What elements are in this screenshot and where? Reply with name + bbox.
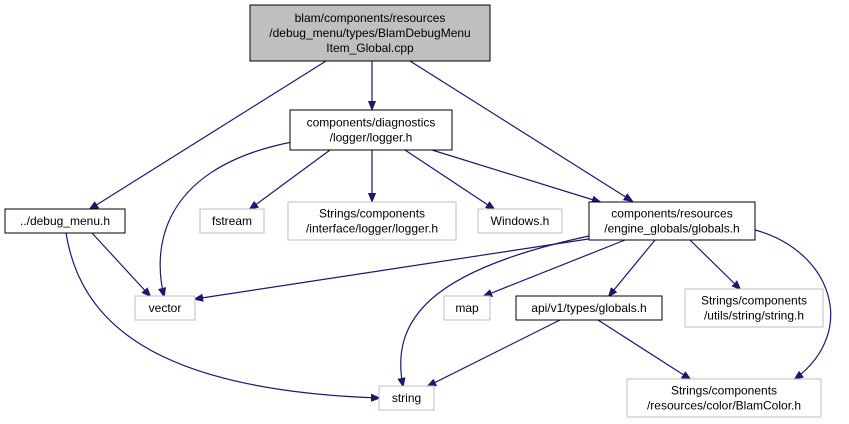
node-box-windows bbox=[477, 208, 563, 234]
node-strings_string: Strings/components/utils/string/string.h bbox=[684, 288, 824, 328]
node-logger[interactable]: components/diagnostics/logger/logger.h bbox=[289, 109, 453, 151]
node-box-strings_string bbox=[684, 288, 824, 328]
edge-logger-to-windows bbox=[404, 149, 494, 209]
edge-logger-to-globals bbox=[431, 149, 600, 202]
node-box-vector bbox=[134, 295, 196, 321]
node-label-logger-line-1: /logger/logger.h bbox=[330, 131, 413, 145]
node-label-strings_logger-line-1: /interface/logger/logger.h bbox=[306, 222, 438, 236]
node-box-fstream bbox=[199, 208, 265, 234]
node-blamcolor: Strings/components/resources/color/BlamC… bbox=[626, 378, 822, 418]
node-label-globals-line-0: components/resources bbox=[611, 207, 732, 221]
node-box-root bbox=[249, 4, 491, 62]
node-box-map bbox=[443, 295, 491, 321]
edge-globals-to-map bbox=[484, 239, 626, 296]
node-label-api_globals-line-0: api/v1/types/globals.h bbox=[531, 301, 646, 315]
node-label-logger-line-0: components/diagnostics bbox=[307, 116, 436, 130]
node-label-strings_string-line-1: /utils/string/string.h bbox=[704, 309, 804, 323]
node-globals[interactable]: components/resources/engine_globals/glob… bbox=[588, 201, 756, 241]
node-label-fstream-line-0: fstream bbox=[212, 214, 252, 228]
node-box-logger bbox=[289, 109, 453, 151]
edge-debug_menu-to-string bbox=[65, 232, 379, 398]
node-api_globals[interactable]: api/v1/types/globals.h bbox=[515, 295, 663, 321]
node-box-api_globals bbox=[515, 295, 663, 321]
edge-globals-to-blamcolor bbox=[754, 229, 832, 379]
node-fstream: fstream bbox=[199, 208, 265, 234]
node-vector: vector bbox=[134, 295, 196, 321]
edge-api_globals-to-string bbox=[428, 319, 561, 386]
node-label-strings_logger-line-0: Strings/components bbox=[319, 207, 425, 221]
node-label-windows-line-0: Windows.h bbox=[491, 214, 550, 228]
node-label-blamcolor-line-0: Strings/components bbox=[671, 384, 777, 398]
node-label-root-line-0: blam/components/resources bbox=[295, 11, 446, 25]
node-label-debug_menu-line-0: ../debug_menu.h bbox=[20, 214, 110, 228]
node-label-map-line-0: map bbox=[455, 301, 479, 315]
node-label-string-line-0: string bbox=[392, 391, 421, 405]
node-label-blamcolor-line-1: /resources/color/BlamColor.h bbox=[647, 399, 801, 413]
edge-globals-to-vector bbox=[195, 237, 596, 299]
node-debug_menu[interactable]: ../debug_menu.h bbox=[4, 208, 126, 234]
edge-api_globals-to-blamcolor bbox=[597, 319, 690, 379]
edge-globals-to-strings_string bbox=[689, 239, 740, 289]
node-label-globals-line-1: /engine_globals/globals.h bbox=[604, 222, 739, 236]
edge-logger-to-fstream bbox=[250, 149, 331, 209]
node-label-root-line-2: Item_Global.cpp bbox=[326, 41, 414, 55]
edge-globals-to-api_globals bbox=[609, 239, 656, 296]
node-box-string bbox=[378, 385, 435, 411]
node-box-strings_logger bbox=[287, 201, 457, 241]
node-label-root-line-1: /debug_menu/types/BlamDebugMenu bbox=[269, 26, 470, 40]
edge-globals-to-string bbox=[401, 235, 590, 386]
nodes: blam/components/resources/debug_menu/typ… bbox=[4, 4, 824, 418]
node-root[interactable]: blam/components/resources/debug_menu/typ… bbox=[249, 4, 491, 62]
node-strings_logger: Strings/components/interface/logger/logg… bbox=[287, 201, 457, 241]
node-map: map bbox=[443, 295, 491, 321]
node-box-debug_menu bbox=[4, 208, 126, 234]
edges bbox=[65, 60, 832, 398]
node-box-blamcolor bbox=[626, 378, 822, 418]
edge-root-to-globals bbox=[409, 60, 632, 201]
node-string: string bbox=[378, 385, 435, 411]
edge-debug_menu-to-vector bbox=[91, 232, 150, 296]
node-label-strings_string-line-0: Strings/components bbox=[701, 294, 807, 308]
edge-root-to-debug_menu bbox=[90, 60, 327, 209]
edge-logger-to-vector bbox=[160, 141, 293, 296]
node-box-globals bbox=[588, 201, 756, 241]
node-label-vector-line-0: vector bbox=[149, 301, 182, 315]
node-windows: Windows.h bbox=[477, 208, 563, 234]
